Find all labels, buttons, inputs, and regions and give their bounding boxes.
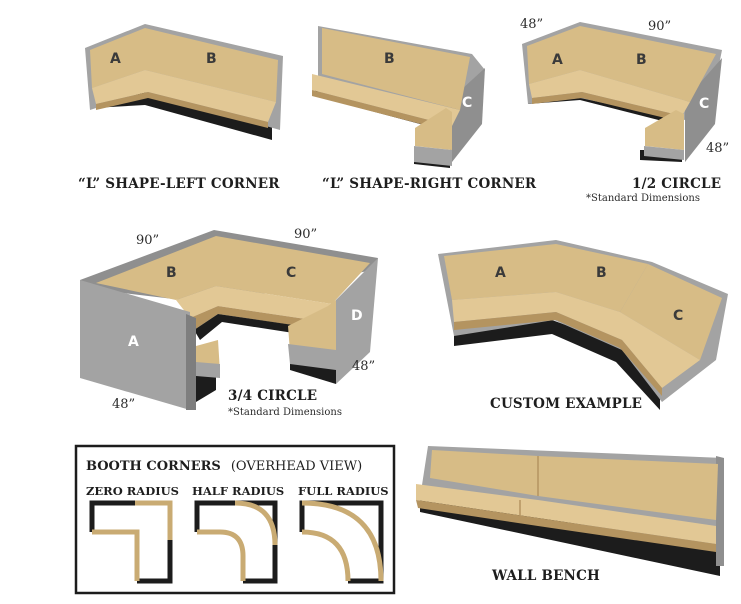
- half-note: *Standard Dimensions: [586, 193, 700, 204]
- l-right-seg-c: C: [462, 95, 472, 111]
- booth-corners-legend: BOOTH CORNERS (OVERHEAD VIEW) ZERO RADIU…: [74, 444, 396, 595]
- full-radius-corner: [299, 500, 384, 584]
- three-seg-c: C: [286, 265, 296, 281]
- custom-seg-b: B: [596, 265, 607, 281]
- legend-full-label: FULL RADIUS: [298, 484, 389, 498]
- l-left-caption: “L” SHAPE-LEFT CORNER: [78, 176, 280, 192]
- half-dim-top-left: 48”: [520, 17, 543, 32]
- custom-seg-a: A: [495, 265, 506, 281]
- l-right-seg-b: B: [384, 51, 395, 67]
- half-seg-b: B: [636, 52, 647, 68]
- half-caption: 1/2 CIRCLE: [632, 176, 721, 192]
- three-seg-a: A: [128, 334, 139, 350]
- half-dim-top: 90”: [648, 19, 671, 34]
- three-quarter-circle-booth: B C A D: [80, 230, 378, 410]
- svg-text:BOOTH CORNERS (OVERHEAD: BOOTH CORNERS (OVERHEAD VIEW): [86, 457, 362, 474]
- l-left-seg-b: B: [206, 51, 217, 67]
- legend-half-label: HALF RADIUS: [192, 484, 284, 498]
- custom-seg-c: C: [673, 308, 683, 324]
- three-dim-right: 48”: [352, 359, 375, 374]
- three-note: *Standard Dimensions: [228, 407, 342, 418]
- three-dim-top-right: 90”: [294, 227, 317, 242]
- half-circle-booth: A B C: [522, 22, 722, 162]
- l-right-caption: “L” SHAPE-RIGHT CORNER: [322, 176, 537, 192]
- three-seg-d: D: [351, 308, 363, 324]
- half-seg-c: C: [699, 96, 709, 112]
- l-shape-right-booth: B C: [312, 26, 485, 168]
- l-left-seg-a: A: [110, 51, 121, 67]
- three-seg-b: B: [166, 265, 177, 281]
- legend-title: BOOTH CORNERS: [86, 459, 221, 474]
- custom-caption: CUSTOM EXAMPLE: [490, 396, 642, 412]
- three-dim-bottom-left: 48”: [112, 397, 135, 412]
- half-dim-right: 48”: [706, 141, 729, 156]
- three-caption: 3/4 CIRCLE: [228, 388, 317, 404]
- three-dim-top-left: 90”: [136, 233, 159, 248]
- custom-example-booth: A B C: [438, 240, 728, 410]
- legend-zero-label: ZERO RADIUS: [86, 484, 179, 498]
- wall-bench-caption: WALL BENCH: [491, 568, 600, 584]
- l-shape-left-booth: A B: [85, 24, 283, 140]
- half-radius-corner: [194, 500, 278, 584]
- half-seg-a: A: [552, 52, 563, 68]
- legend-subtitle: (OVERHEAD VIEW): [231, 459, 362, 474]
- zero-radius-corner: [89, 500, 173, 584]
- wall-bench: [416, 446, 724, 576]
